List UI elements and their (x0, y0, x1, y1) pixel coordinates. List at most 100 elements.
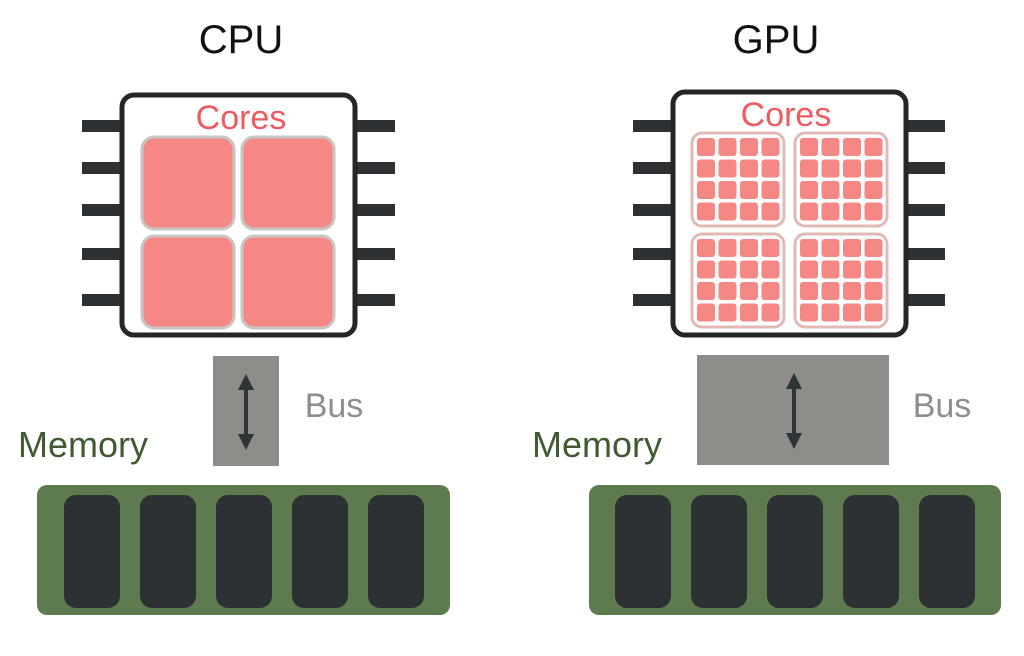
gpu-core (697, 282, 715, 300)
gpu-core (718, 159, 737, 178)
gpu-core (843, 239, 861, 257)
gpu-core (864, 239, 883, 257)
gpu-core (864, 202, 883, 221)
memory-cell (368, 495, 424, 608)
gpu-core (740, 181, 758, 199)
memory-cell (216, 495, 272, 608)
cpu-panel: CPU Cores Bus Memory (18, 18, 450, 615)
gpu-core-cluster (793, 232, 889, 329)
gpu-core (718, 260, 737, 279)
gpu-core (800, 159, 818, 178)
gpu-core (821, 303, 840, 322)
gpu-core (821, 159, 840, 178)
gpu-core (800, 239, 818, 257)
gpu-core (697, 138, 715, 156)
gpu-core (740, 282, 758, 300)
gpu-core (864, 138, 883, 156)
gpu-pins-left (633, 120, 675, 306)
gpu-bus-label: Bus (913, 387, 972, 425)
memory-cell (691, 495, 747, 608)
gpu-core (740, 138, 758, 156)
gpu-core (761, 303, 780, 322)
gpu-core-clusters (690, 131, 889, 329)
gpu-core (740, 260, 758, 279)
gpu-core (697, 159, 715, 178)
gpu-core (761, 260, 780, 279)
gpu-memory-cells (615, 495, 975, 608)
gpu-core (843, 181, 861, 199)
gpu-core (800, 202, 818, 221)
gpu-core (697, 239, 715, 257)
gpu-core (697, 260, 715, 279)
gpu-core (697, 181, 715, 199)
gpu-core (800, 181, 818, 199)
gpu-core (800, 282, 818, 300)
gpu-core (740, 303, 758, 322)
gpu-core (718, 138, 737, 156)
gpu-core (821, 181, 840, 199)
gpu-core (761, 239, 780, 257)
gpu-core (821, 282, 840, 300)
gpu-core (718, 303, 737, 322)
cpu-title: CPU (199, 18, 283, 62)
cpu-core (240, 234, 336, 330)
gpu-core (864, 282, 883, 300)
memory-cell (64, 495, 120, 608)
gpu-core-cluster (690, 232, 786, 329)
cpu-core (140, 135, 236, 231)
cpu-pins-left (82, 120, 124, 306)
gpu-memory-label: Memory (532, 424, 662, 465)
gpu-core (761, 181, 780, 199)
gpu-core (864, 181, 883, 199)
gpu-core (864, 260, 883, 279)
gpu-core-cluster (690, 131, 786, 228)
gpu-core (697, 303, 715, 322)
gpu-core (843, 303, 861, 322)
gpu-core (718, 202, 737, 221)
gpu-core (761, 202, 780, 221)
gpu-core (843, 260, 861, 279)
gpu-core (697, 202, 715, 221)
gpu-core (800, 138, 818, 156)
gpu-core (761, 159, 780, 178)
memory-cell (843, 495, 899, 608)
gpu-core (718, 282, 737, 300)
gpu-core (821, 260, 840, 279)
gpu-core (821, 202, 840, 221)
gpu-core (761, 138, 780, 156)
memory-cell (615, 495, 671, 608)
memory-cell (919, 495, 975, 608)
gpu-title: GPU (733, 18, 820, 62)
gpu-core (761, 282, 780, 300)
gpu-core (843, 159, 861, 178)
gpu-core (718, 239, 737, 257)
cpu-memory-label: Memory (18, 424, 148, 465)
gpu-panel: GPU Cores Bus Memory (532, 18, 1001, 615)
cpu-cores-label: Cores (196, 99, 287, 137)
gpu-core (821, 138, 840, 156)
gpu-pins-right (903, 120, 945, 306)
gpu-core (843, 138, 861, 156)
memory-cell (292, 495, 348, 608)
gpu-core (800, 303, 818, 322)
memory-cell (140, 495, 196, 608)
cpu-pins-right (353, 120, 395, 306)
cpu-core (240, 135, 336, 231)
cpu-core (140, 234, 236, 330)
gpu-core (740, 159, 758, 178)
gpu-core (718, 181, 737, 199)
cpu-memory-cells (64, 495, 424, 608)
cpu-bus-label: Bus (305, 387, 364, 425)
gpu-core (821, 239, 840, 257)
gpu-core (843, 282, 861, 300)
cpu-cores (140, 135, 336, 330)
gpu-core (843, 202, 861, 221)
gpu-core (864, 303, 883, 322)
gpu-core (800, 260, 818, 279)
gpu-cores-label: Cores (741, 96, 832, 134)
gpu-core (740, 202, 758, 221)
gpu-core (740, 239, 758, 257)
gpu-core (864, 159, 883, 178)
gpu-core-cluster (793, 131, 889, 228)
